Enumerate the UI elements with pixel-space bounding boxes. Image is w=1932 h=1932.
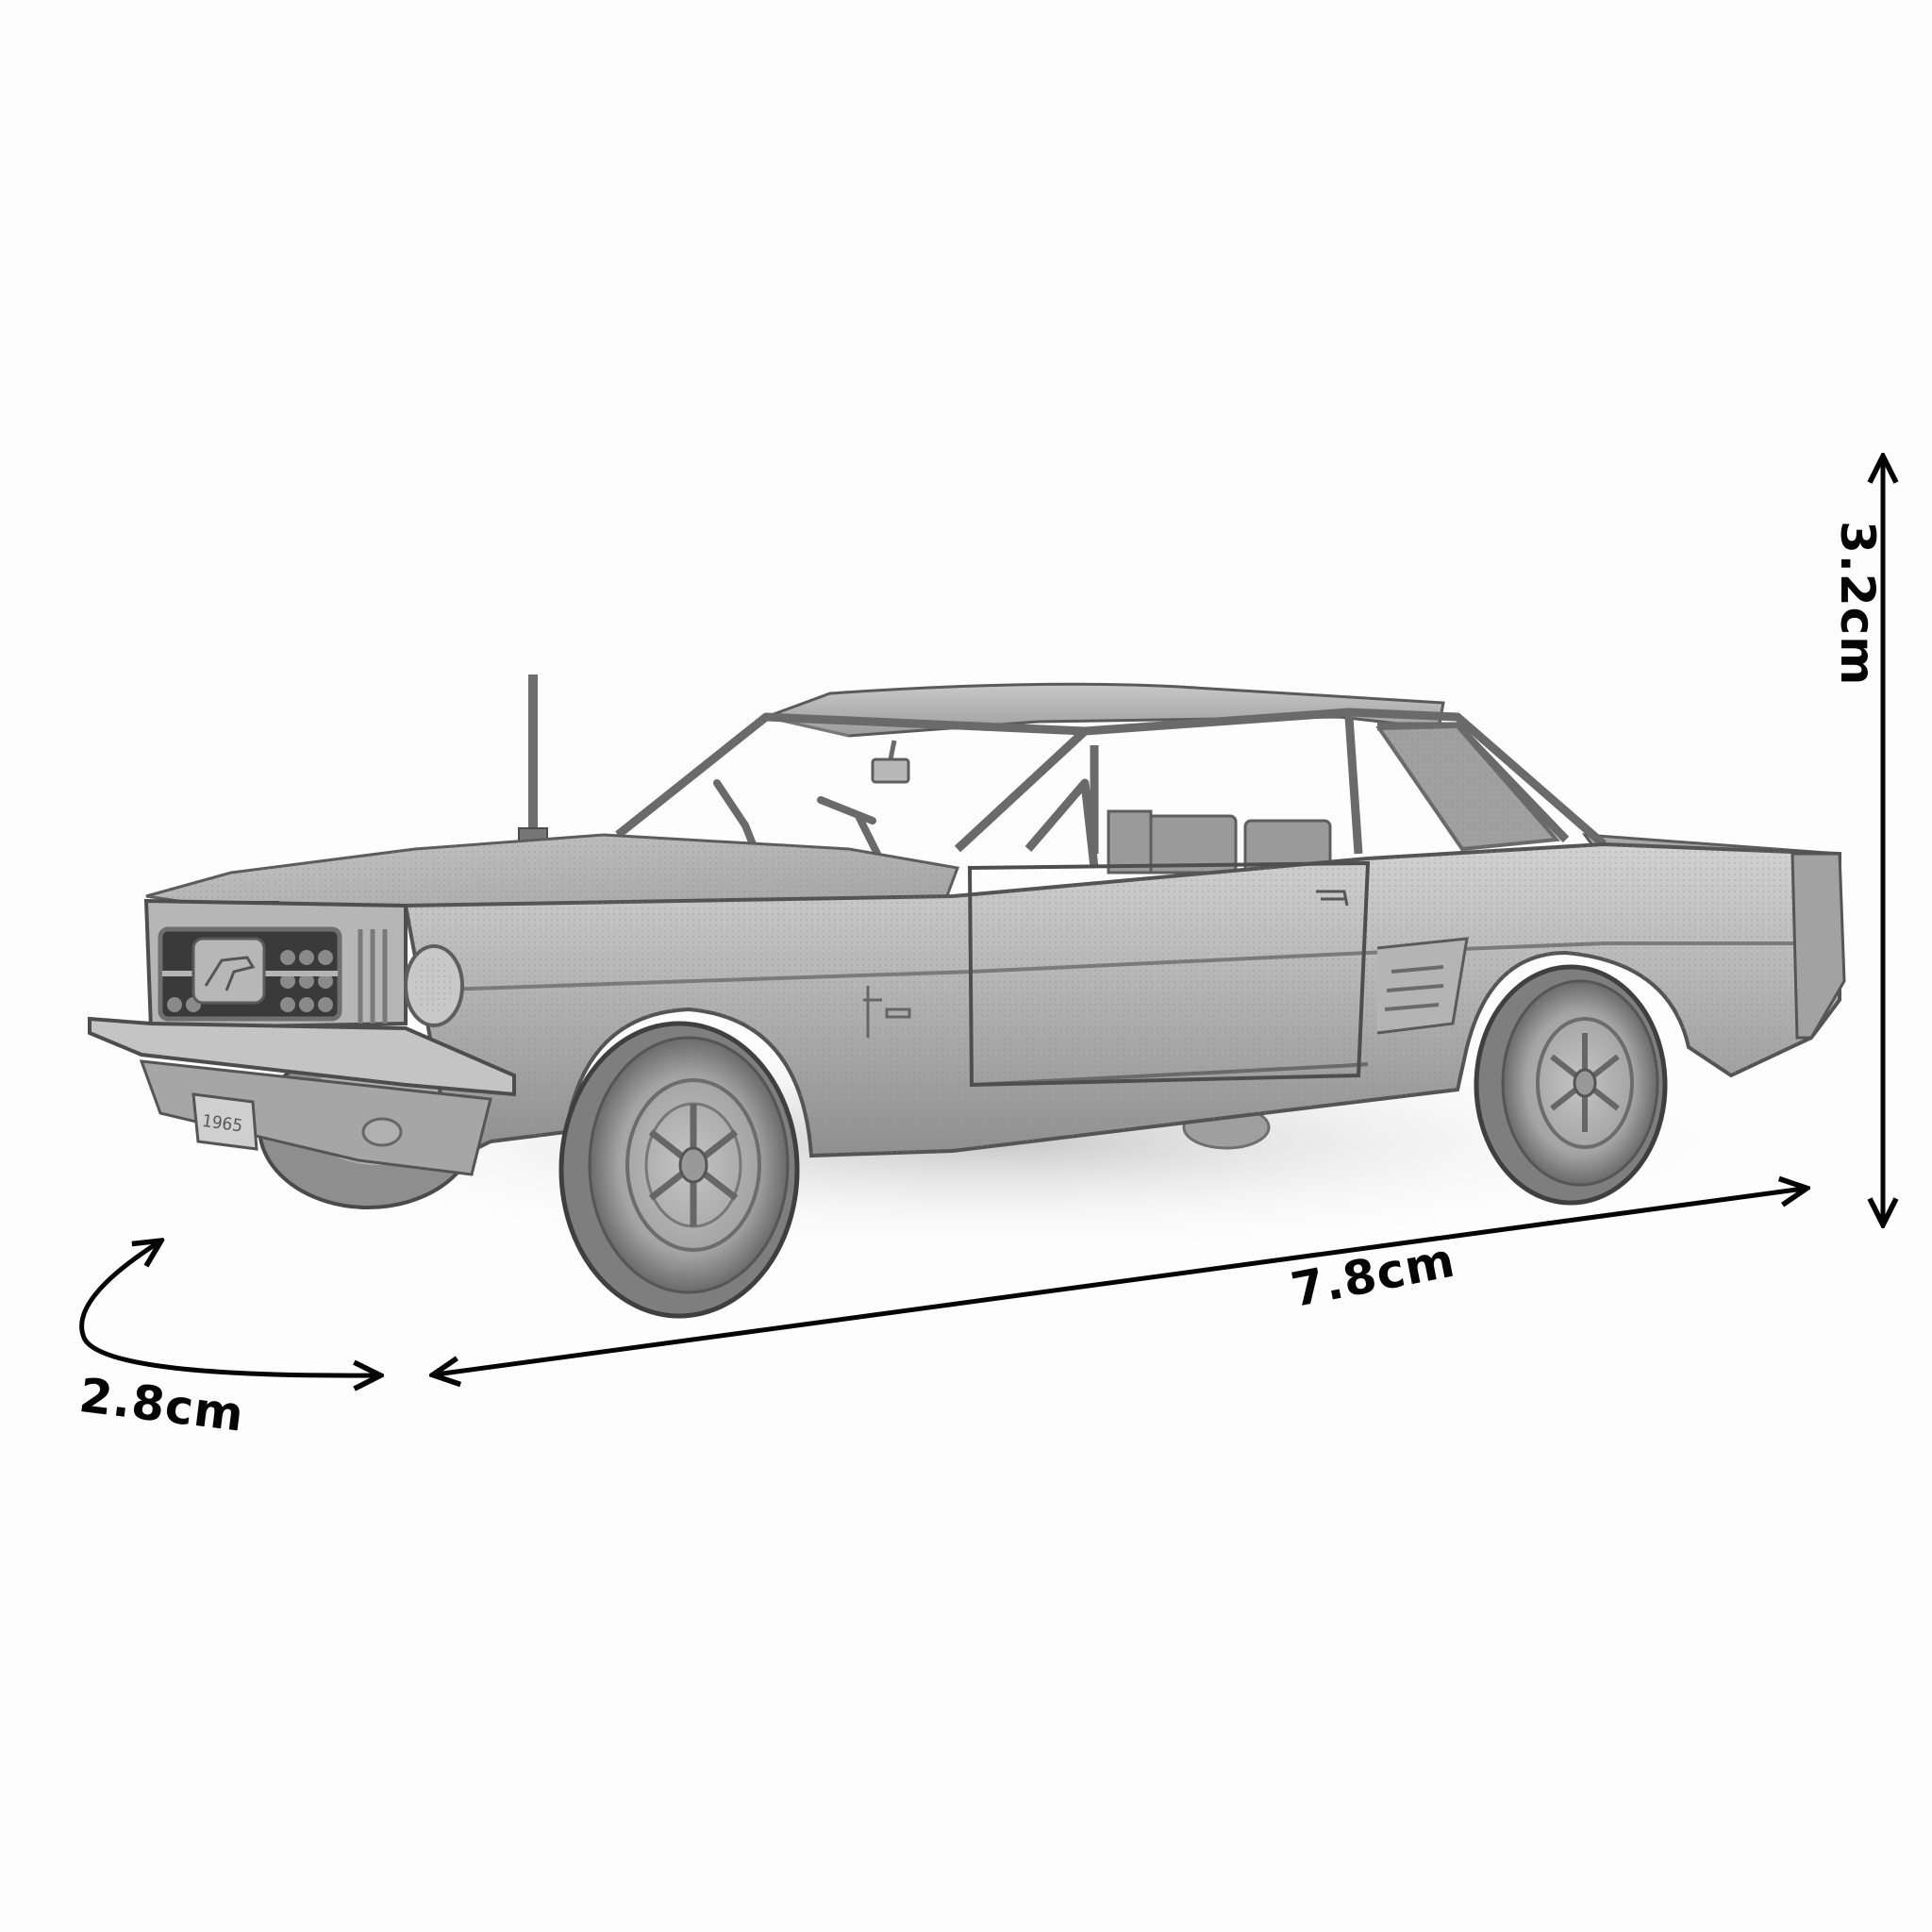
antenna — [518, 675, 548, 844]
wipers — [713, 779, 881, 858]
interior-seats — [1107, 809, 1332, 874]
fender-pony-emblem — [863, 986, 911, 1038]
width-arrow — [79, 1242, 377, 1375]
rear-near-wheel — [1474, 964, 1668, 1206]
front-bumper: 1965 — [88, 1016, 516, 1176]
car-body-side — [403, 841, 1846, 1163]
pony-emblem — [192, 937, 266, 1005]
height-label: 3.2cm — [1830, 521, 1885, 687]
license-plate: 1965 — [192, 1092, 258, 1151]
door-outline — [967, 860, 1371, 1088]
fog-light — [361, 1117, 403, 1147]
rear-quarter-end — [1790, 852, 1846, 1040]
rearview-mirror — [871, 740, 910, 784]
front-fascia — [143, 898, 464, 1031]
dimension-arrows — [79, 459, 1883, 1375]
front-near-wheel — [558, 1021, 800, 1319]
door-handle — [1316, 890, 1349, 907]
length-arrow — [436, 1189, 1804, 1374]
